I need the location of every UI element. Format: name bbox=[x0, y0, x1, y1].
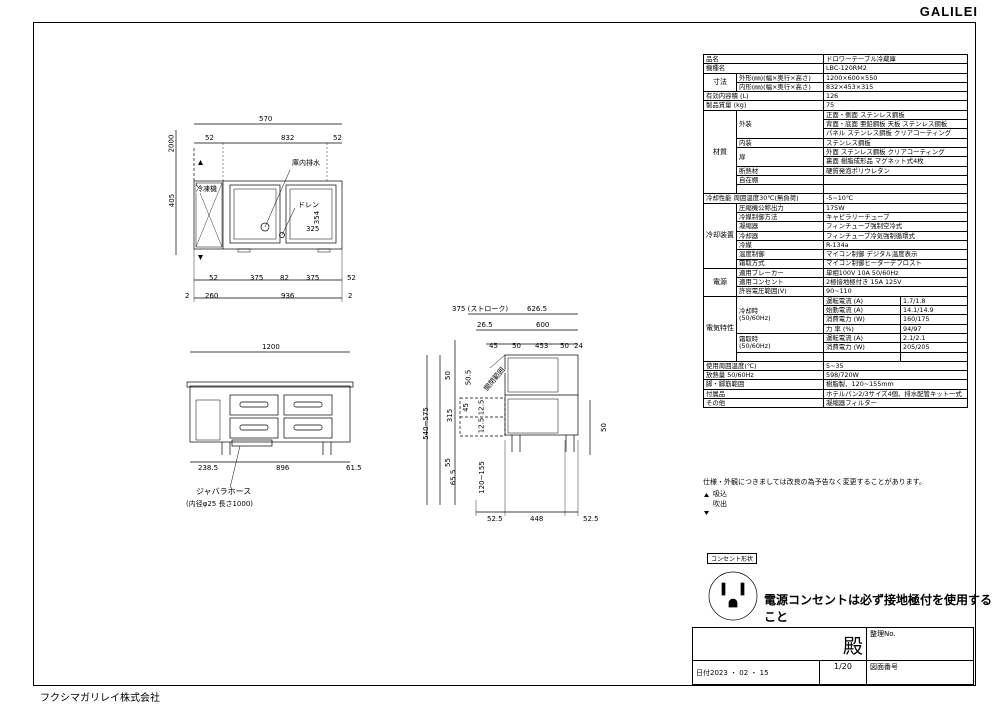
table-row: 霜取方式マイコン制御ヒーターデフロスト bbox=[704, 258, 968, 269]
side-dim: 24 bbox=[574, 342, 583, 350]
outlet-warning: 電源コンセントは必ず接地極付を使用すること bbox=[764, 593, 993, 624]
side-dim: 12.5 bbox=[477, 417, 486, 434]
side-dim: 315 bbox=[446, 408, 455, 423]
table-row: 品名ドロワーテーブル冷蔵庫 bbox=[703, 53, 968, 65]
side-dim: 52.5 bbox=[487, 515, 503, 523]
table-row: 電源適用ブレーカー単相100V 10A 50/60Hz bbox=[703, 267, 968, 297]
table-row: 許容電圧範囲(V)90~110 bbox=[704, 286, 968, 297]
front-dim: 238.5 bbox=[198, 464, 219, 472]
side-dim: 52.5 bbox=[583, 515, 599, 523]
table-row: 断熱材硬質発泡ポリウレタン bbox=[704, 165, 968, 176]
side-dim: 50 bbox=[560, 342, 569, 350]
table-row: 製品質量 (kg)75 bbox=[703, 100, 968, 111]
front-dim: 896 bbox=[276, 464, 290, 472]
honorific: 殿 bbox=[843, 633, 863, 658]
side-dim: 448 bbox=[530, 515, 544, 523]
plan-dim: 325 bbox=[306, 225, 320, 233]
plan-dim: 52 bbox=[333, 134, 342, 142]
table-row: 凝縮器フィンチューブ強制空冷式 bbox=[704, 221, 968, 232]
table-row: 脚・脚筋範囲樹脂製、120~155mm bbox=[703, 379, 968, 390]
mgmt-no: 整理No. bbox=[866, 627, 974, 661]
side-dim: 50 bbox=[443, 371, 452, 380]
hose-note: (内径φ25 長さ1000) bbox=[186, 500, 254, 508]
table-row: 有効内容積 (L)126 bbox=[703, 91, 968, 102]
plan-dim-side: 2000 bbox=[167, 134, 176, 153]
drawing-number: 図面番号 bbox=[866, 660, 974, 685]
plan-dim: 260 bbox=[205, 292, 219, 300]
title-block: 殿 整理No. 日付2023 ・ 02 ・ 15 1/20 図面番号 bbox=[692, 627, 974, 685]
company-name: フクシマガリレイ株式会社 bbox=[40, 693, 160, 704]
table-row: 霜取時(50/60Hz)運転電流 (A)2.1/2.1 bbox=[704, 332, 968, 353]
hose-label: ジャバラホース bbox=[196, 487, 252, 496]
plan-dim: 375 bbox=[306, 274, 320, 282]
notes: 仕様・外観につきましては改良の為予告なく変更することがあります。 吸込 吹出 bbox=[703, 476, 926, 510]
scale: 1/20 bbox=[819, 660, 867, 685]
plan-dim: 82 bbox=[280, 274, 289, 282]
exhaust-label: 吹出 bbox=[713, 500, 727, 508]
disclaimer: 仕様・外観につきましては改良の為予告なく変更することがあります。 bbox=[703, 478, 926, 486]
side-dim: 12.5 bbox=[477, 399, 486, 416]
plan-dim: 375 bbox=[250, 274, 264, 282]
side-dim: 50 bbox=[512, 342, 521, 350]
table-row: 温度制御マイコン制御 デジタル温度表示 bbox=[704, 249, 968, 260]
table-row: その他凝縮器フィルター bbox=[703, 397, 968, 409]
side-dim: 50.5 bbox=[464, 369, 473, 386]
side-dim: 45 bbox=[461, 403, 470, 412]
side-dim: 65.5 bbox=[449, 469, 458, 486]
plan-dim: 52 bbox=[209, 274, 218, 282]
table-row: 内装ステンレス鋼板 bbox=[704, 137, 968, 148]
intake-label: 吸込 bbox=[713, 490, 727, 498]
front-dim-width: 1200 bbox=[262, 343, 280, 351]
drain-inner-label: 庫内排水 bbox=[292, 159, 320, 167]
plan-dim-top: 570 bbox=[259, 115, 273, 123]
plan-dim: 52 bbox=[347, 274, 356, 282]
table-row: 自在棚 bbox=[704, 174, 968, 186]
side-dim: 45 bbox=[489, 342, 498, 350]
plan-dim: 936 bbox=[281, 292, 295, 300]
plan-dim: 832 bbox=[281, 134, 295, 142]
plan-dim: 2 bbox=[185, 292, 190, 300]
front-dim: 61.5 bbox=[346, 464, 362, 472]
side-dim: 55 bbox=[443, 458, 452, 467]
table-row: 冷却器フィンチューブ冷気強制循環式 bbox=[704, 230, 968, 241]
table-row: 使用周囲温度(℃)5~35 bbox=[703, 360, 968, 372]
table-row: 冷却性能 周囲温度30℃(無負荷)-5~10℃ bbox=[703, 193, 968, 204]
side-dim: 600 bbox=[536, 321, 550, 329]
side-dim: 453 bbox=[535, 342, 549, 350]
side-dim: 375 (ストローク) bbox=[452, 305, 509, 313]
side-dim: 120~155 bbox=[477, 461, 486, 494]
plan-dim: 52 bbox=[205, 134, 214, 142]
side-dim-right: 50 bbox=[599, 423, 608, 432]
drawing-frame bbox=[33, 22, 976, 686]
brand-logo: GALILEI bbox=[919, 4, 978, 19]
table-row: 冷媒制御方法キャピラリーチューブ bbox=[704, 212, 968, 223]
table-row: 材質外装正面・側面 ステンレス鋼板 bbox=[703, 109, 968, 195]
side-dim: 26.5 bbox=[477, 321, 493, 329]
side-dim: 626.5 bbox=[527, 305, 548, 313]
side-dim: 540~575 bbox=[421, 407, 430, 440]
table-row: 扉外面 ステンレス鋼板 クリアコーティング bbox=[704, 146, 968, 167]
plan-dim-side: 405 bbox=[168, 193, 177, 208]
drain-label: ドレン bbox=[298, 201, 319, 209]
outlet-title: コンセント形状 bbox=[707, 553, 758, 564]
plan-dim: 354 bbox=[313, 210, 322, 225]
date: 日付2023 ・ 02 ・ 15 bbox=[692, 660, 820, 685]
freezer-label: 冷凍機 bbox=[196, 185, 217, 193]
plan-dim: 2 bbox=[348, 292, 353, 300]
table-row: 電気特性冷却時(50/60Hz)運転電流 (A)1.7/1.8 bbox=[703, 295, 968, 362]
